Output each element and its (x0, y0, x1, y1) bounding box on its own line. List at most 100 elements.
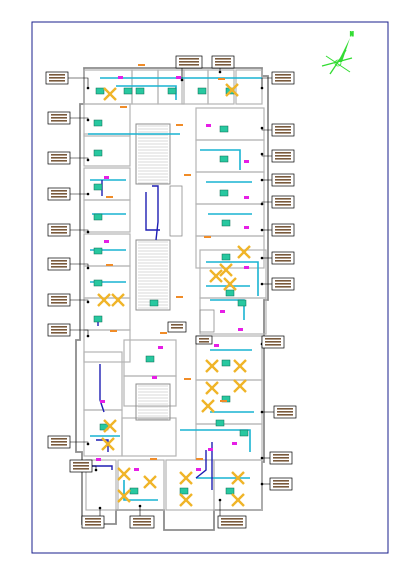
note-text-line (51, 332, 67, 334)
diffuser-icon (117, 467, 131, 481)
note-text-line (85, 524, 101, 526)
note-text-line (277, 411, 293, 413)
leader-dot (86, 442, 90, 446)
fan-coil-unit-icon (93, 213, 103, 221)
core-enclosure (135, 383, 171, 421)
note-text-line (73, 468, 89, 470)
room-wall (195, 235, 265, 269)
note-text-line (171, 324, 183, 326)
fan-coil-unit-icon (93, 315, 103, 323)
leader-dot (260, 256, 264, 260)
equipment-tag (184, 378, 191, 380)
note-text-line (179, 64, 199, 66)
equipment-tag (184, 174, 191, 176)
note-text-line (133, 524, 151, 526)
equipment-tag (96, 458, 101, 461)
diffuser-icon (233, 359, 247, 373)
diffuser-icon (219, 263, 233, 277)
fan-coil-unit-icon (93, 149, 103, 157)
note-text-line (273, 483, 289, 485)
leader-dot (86, 334, 90, 338)
leader-line (261, 77, 272, 88)
air-diffusers (97, 83, 251, 507)
fan-coil-unit-icon (95, 87, 105, 95)
note-text-line (51, 120, 67, 122)
leader-dot (86, 118, 90, 122)
equipment-tag (104, 240, 109, 243)
equipment-tag (106, 264, 113, 266)
building-envelope (75, 67, 269, 531)
note-text-line (275, 158, 291, 160)
north-arrow-label: N (350, 31, 354, 38)
note-text-line (221, 521, 243, 523)
equipment-tag (214, 344, 219, 347)
diffuser-icon (103, 419, 117, 433)
note-text-line (275, 204, 291, 206)
note-text-line (73, 462, 89, 464)
note-text-line (51, 157, 67, 159)
leader-dot (218, 498, 222, 502)
equipment-tag (176, 76, 181, 79)
leader-dot (86, 230, 90, 234)
diffuser-icon (223, 277, 237, 291)
leader-dot (260, 282, 264, 286)
room-wall (83, 199, 131, 233)
note-text-line (273, 457, 289, 459)
note-text-line (51, 296, 67, 298)
leader-dot (86, 266, 90, 270)
sheet-border-frame (31, 21, 389, 554)
leader-dot (260, 126, 264, 130)
note-text-line (51, 114, 67, 116)
note-text-line (179, 58, 199, 60)
fan-coil-unit-icon (93, 247, 103, 255)
equipment-tag (100, 400, 105, 403)
note-text-line (275, 132, 291, 134)
equipment-tag (160, 332, 167, 334)
equipment-tag (106, 196, 113, 198)
equipment-tag (220, 400, 227, 402)
note-text-line (51, 441, 67, 443)
note-text-line (133, 521, 151, 523)
core-enclosure (135, 123, 171, 185)
note-text-line (49, 80, 65, 82)
diffuser-icon (103, 87, 117, 101)
fan-coil-unit-icon (219, 155, 229, 163)
note-text-line (275, 126, 291, 128)
equipment-tag (196, 458, 203, 460)
note-text-line (275, 286, 291, 288)
fan-coil-unit-icon (219, 125, 229, 133)
leader-dot (260, 456, 264, 460)
note-text-line (49, 77, 65, 79)
note-text-line (85, 518, 101, 520)
note-text-line (49, 74, 65, 76)
fan-coil-unit-icon (219, 189, 229, 197)
note-text-line (215, 61, 231, 63)
room-wall (157, 69, 185, 105)
diffuser-icon (117, 489, 131, 503)
diffuser-icon (231, 493, 245, 507)
note-text-line (275, 257, 291, 259)
note-text-line (171, 327, 183, 329)
room-wall (123, 375, 177, 407)
equipment-tag (238, 328, 243, 331)
fan-coil-unit-icon (179, 487, 189, 495)
duct-run (180, 429, 251, 452)
note-text-line (277, 408, 293, 410)
building-walls (75, 67, 269, 531)
note-text-line (265, 341, 281, 343)
note-text-line (51, 160, 67, 162)
diffuser-icon (101, 437, 115, 451)
leader-dot (218, 70, 222, 74)
note-text-line (51, 229, 67, 231)
equipment-tag (152, 376, 157, 379)
equipment-tag (244, 160, 249, 163)
core-enclosure (135, 239, 171, 311)
room-wall (121, 417, 177, 457)
note-text-line (51, 444, 67, 446)
elevator-shaft (169, 185, 183, 237)
note-text-line (51, 154, 67, 156)
fan-coil-unit-icon (149, 299, 159, 307)
note-text-line (51, 438, 67, 440)
leader-line (70, 329, 89, 336)
